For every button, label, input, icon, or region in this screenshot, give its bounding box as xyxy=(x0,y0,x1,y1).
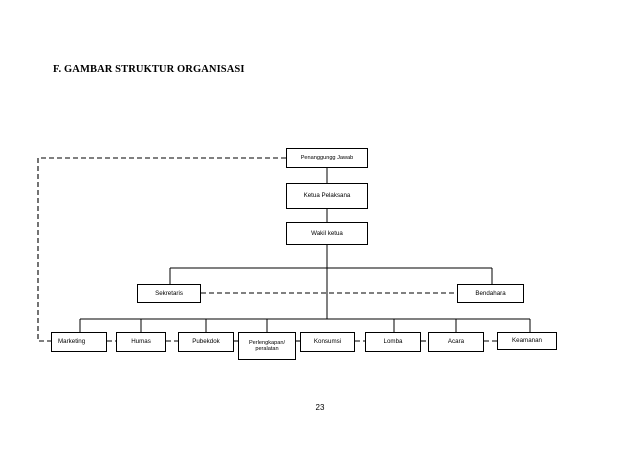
division-humas-box: Humas xyxy=(116,332,166,352)
division-pubekdok-box: Pubekdok xyxy=(178,332,234,352)
division-perlengkapan-box: Perlengkapan/ peralatan xyxy=(238,332,296,360)
ketua-pelaksana-box: Ketua Pelaksana xyxy=(286,183,368,209)
section-heading: F. GAMBAR STRUKTUR ORGANISASI xyxy=(53,64,245,75)
wakil-ketua-box: Wakil ketua xyxy=(286,222,368,245)
division-konsumsi-box: Konsumsi xyxy=(300,332,355,352)
bendahara-box: Bendahara xyxy=(457,284,524,303)
penanggung-jawab-box: Penanggungg Jawab xyxy=(286,148,368,168)
division-acara-box: Acara xyxy=(428,332,484,352)
page-number: 23 xyxy=(315,403,325,412)
division-lomba-box: Lomba xyxy=(365,332,421,352)
division-marketing-box: Marketing xyxy=(51,332,107,352)
sekretaris-box: Sekretaris xyxy=(137,284,201,303)
division-keamanan-box: Keamanan xyxy=(497,332,557,350)
dashed-top-marketing xyxy=(37,157,286,342)
